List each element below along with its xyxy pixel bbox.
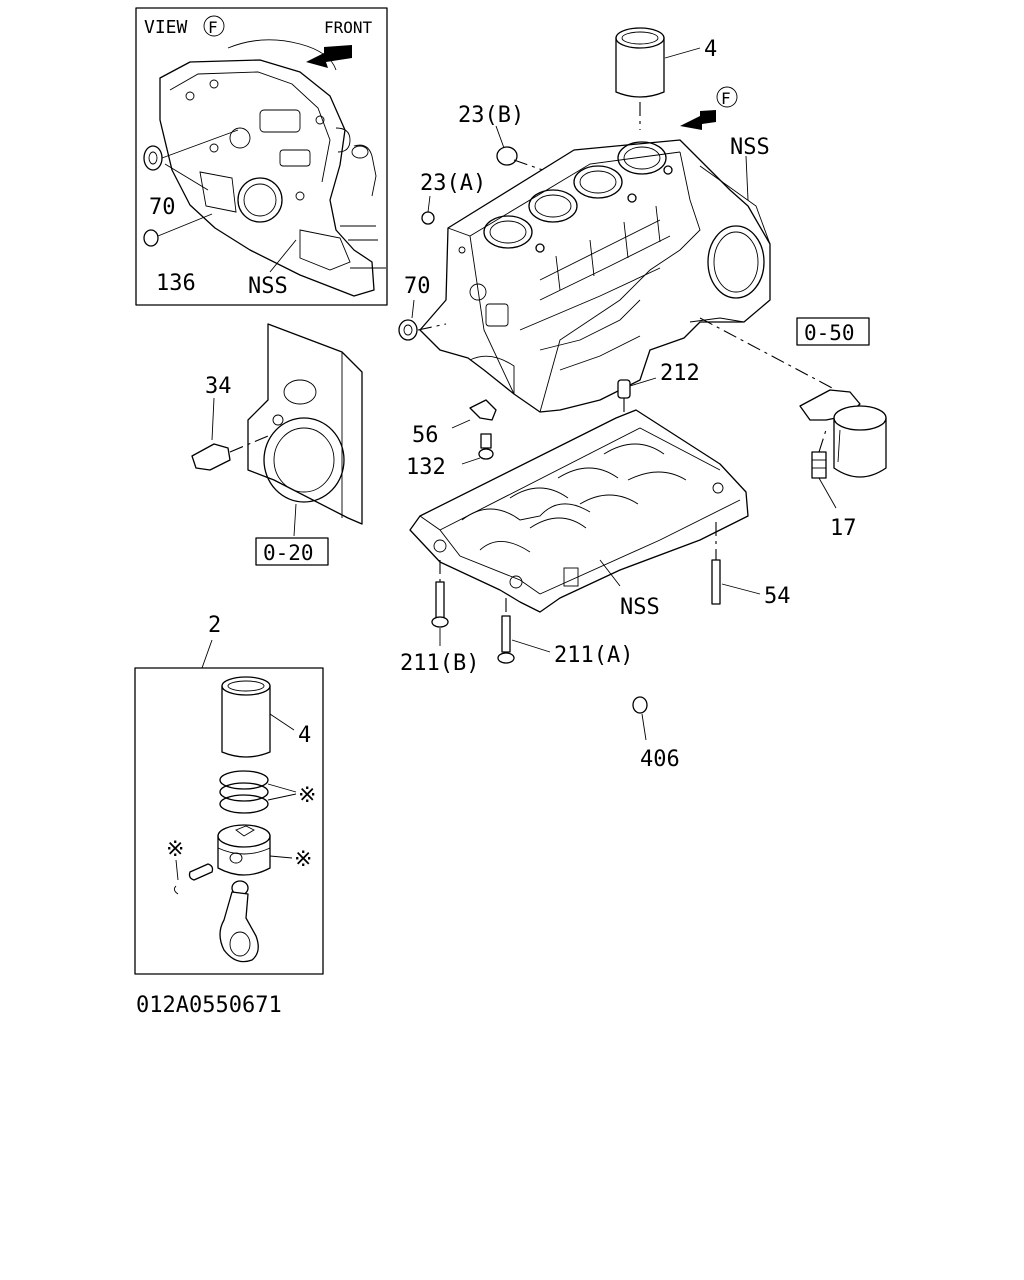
front-seal-70: 70 [398,274,447,341]
rear-plate-group: 34 0-20 [191,323,363,566]
bolt-34 [191,443,231,471]
plug-23b: 23(B) [458,103,561,177]
inset-liner [221,685,271,758]
plug-406: 406 [632,696,680,772]
label-bolt-34: 34 [205,374,232,399]
label-plug-406: 406 [640,747,680,772]
sensor-17 [811,451,827,479]
jet-212: 212 [617,361,700,440]
view-f-frame [135,7,388,306]
label-plate-56: 56 [412,423,439,448]
label-bolt-211b: 211(B) [400,651,479,676]
label-sensor-17: 17 [830,516,857,541]
ref-box-0-50 [796,317,870,346]
piston-inset-frame [134,667,324,975]
direction-marker: F [680,86,738,130]
plug-23a: 23(A) [420,171,486,225]
label-liner-4: 4 [704,37,717,62]
inset-label-70: 70 [149,195,176,220]
stud-54: 54 [711,522,791,609]
piston-inset: 2 4 ※ ※ ※ [134,613,324,975]
piston-rings: ※ [219,770,316,814]
seal-70-inset [143,145,163,171]
bolt-211a: 211(A) [497,598,633,668]
label-nss-bedplate: NSS [620,595,660,620]
bolt-211b: 211(B) [400,560,479,676]
timing-case-drawing [159,39,386,297]
view-letter: F [208,18,218,37]
label-jet-212: 212 [660,361,700,386]
plate-56: 56 [412,399,497,448]
view-title: VIEW [144,17,188,38]
bolt-132: 132 [406,433,494,480]
label-piston-kit-2: 2 [208,613,221,638]
ref-0-50: 0-50 [804,321,855,345]
label-seal-70: 70 [404,274,431,299]
ref-box-0-20 [255,537,329,566]
piston: ※ [217,824,312,876]
oil-filter-group: 0-50 17 [699,317,887,541]
diagram-id: 012A0550671 [136,993,282,1018]
view-letter-circle [203,15,225,37]
ref-0-20: 0-20 [263,541,314,565]
mark-rings: ※ [298,783,316,808]
mark-piston: ※ [294,847,312,872]
front-arrow-icon [306,45,352,68]
direction-arrow-icon [680,110,716,130]
plug-136-inset [143,229,159,247]
label-bolt-132: 132 [406,455,446,480]
inset-label-nss: NSS [248,274,288,299]
label-stud-54: 54 [764,584,791,609]
cylinder-liner-top: 4 [615,27,717,130]
label-bolt-211a: 211(A) [554,643,633,668]
label-nss-block: NSS [730,135,770,160]
piston-pin: ※ [166,837,214,895]
label-23a: 23(A) [420,171,486,196]
bedplate: NSS [409,409,749,620]
label-inset-liner-4: 4 [298,723,311,748]
view-f-inset: VIEW F FRONT [135,7,388,306]
cylinder-block: NSS [419,135,771,413]
mark-pin: ※ [166,837,184,862]
connecting-rod [219,880,259,963]
label-23b: 23(B) [458,103,524,128]
inset-label-136: 136 [156,271,196,296]
direction-letter: F [721,89,731,108]
front-label: FRONT [324,18,373,37]
